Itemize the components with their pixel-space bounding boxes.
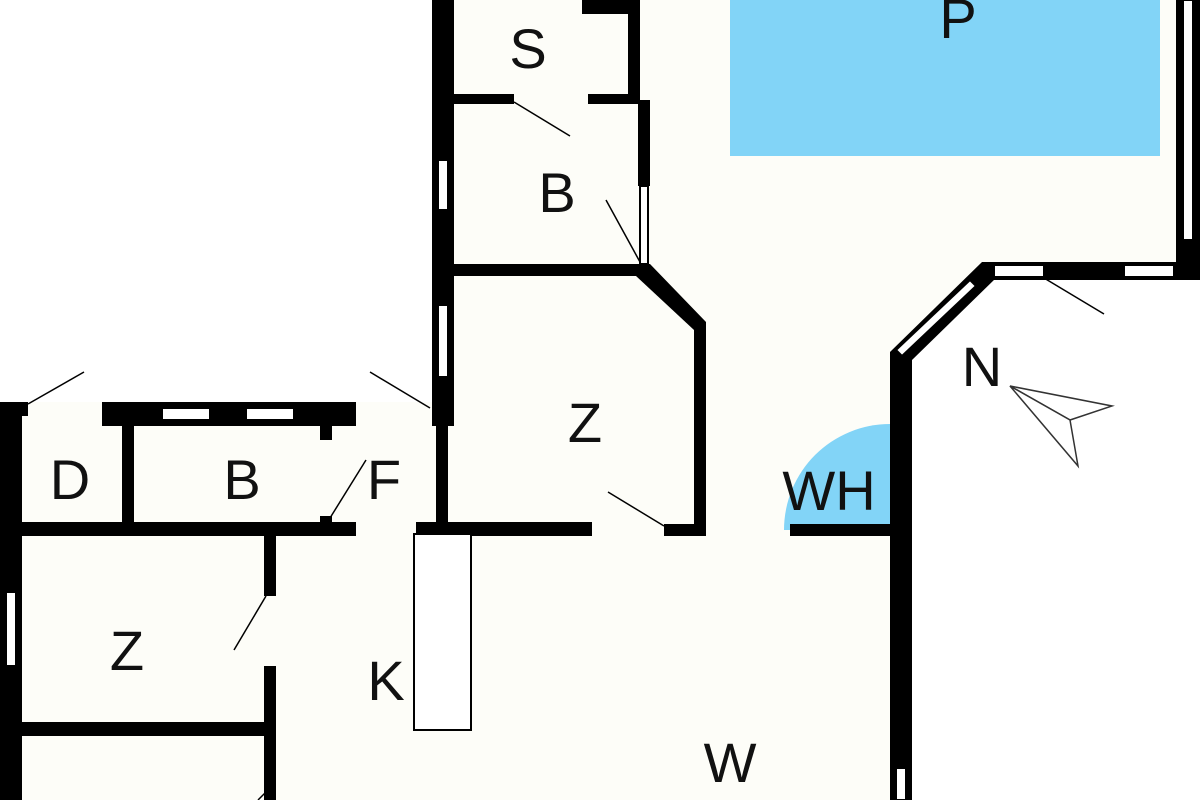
room-labels: S P B Z D B F WH Z K W bbox=[50, 0, 977, 794]
wall-storage-bottom-b bbox=[588, 94, 640, 104]
window-diagonal bbox=[894, 278, 978, 358]
window-central-lower bbox=[437, 304, 449, 378]
wall-whirlpool-bottom bbox=[790, 524, 892, 536]
windows bbox=[5, 0, 1194, 800]
window-east-bottom bbox=[895, 767, 907, 800]
window-bath-lower-a bbox=[161, 407, 211, 421]
room-label-storage: S bbox=[509, 17, 546, 80]
door-storage bbox=[513, 101, 571, 137]
window-northeast-b bbox=[1123, 264, 1175, 278]
room-label-bathroom-lower: B bbox=[223, 448, 260, 511]
room-label-whirlpool: WH bbox=[782, 459, 875, 522]
wall-bedroom-bottom-left bbox=[416, 522, 592, 536]
window-west bbox=[5, 591, 17, 667]
wall-shower-divider bbox=[122, 426, 134, 524]
wall-sauna-right bbox=[436, 426, 448, 530]
north-arrow-icon bbox=[1009, 385, 1115, 469]
wall-storage-right bbox=[628, 0, 640, 100]
wall-sauna-left-top bbox=[320, 426, 332, 440]
door-bath-upper bbox=[605, 199, 641, 263]
door-bedroom-left bbox=[233, 595, 267, 651]
wall-bath-bottom bbox=[454, 264, 644, 276]
room-label-living: W bbox=[704, 731, 757, 794]
wall-bedroom-diagonal bbox=[636, 264, 706, 330]
door-lower bbox=[257, 791, 267, 800]
room-label-sauna: F bbox=[367, 448, 401, 511]
wall-west-middle bbox=[20, 522, 356, 536]
whirlpool bbox=[784, 424, 890, 530]
room-label-pool: P bbox=[939, 0, 976, 50]
wall-bedroom-bottom-right bbox=[664, 524, 706, 536]
doors bbox=[27, 101, 1105, 800]
window-bath-right bbox=[639, 185, 649, 265]
wall-bedroom-left-right-bottom bbox=[264, 666, 276, 734]
door-terrace bbox=[1043, 277, 1105, 315]
room-label-bathroom-upper: B bbox=[538, 161, 575, 224]
pool bbox=[730, 0, 1160, 156]
room-label-kitchen: K bbox=[367, 649, 404, 712]
wall-lower-right bbox=[264, 736, 276, 800]
wall-storage-top bbox=[582, 0, 632, 14]
room-label-bedroom-middle: Z bbox=[568, 391, 602, 454]
door-shower-outer bbox=[27, 371, 85, 405]
window-bath-lower-b bbox=[245, 407, 295, 421]
wall-west-top bbox=[102, 402, 356, 426]
door-sauna-outer bbox=[369, 371, 431, 409]
kitchen-counter bbox=[413, 533, 472, 731]
door-sauna bbox=[329, 459, 367, 519]
window-northeast-a bbox=[993, 264, 1045, 278]
room-label-shower: D bbox=[50, 448, 90, 511]
wall-storage-bottom-a bbox=[454, 94, 514, 104]
wall-bedroom-right bbox=[694, 326, 706, 536]
wall-bedroom-left-bottom bbox=[20, 722, 276, 736]
room-label-bedroom-left: Z bbox=[110, 619, 144, 682]
compass: N bbox=[962, 335, 1115, 469]
wall-bedroom-left-right-top bbox=[264, 536, 276, 596]
outside-area bbox=[0, 0, 432, 402]
wall-east bbox=[890, 352, 912, 800]
compass-label: N bbox=[962, 335, 1002, 398]
wall-bath-right bbox=[638, 100, 650, 186]
wall-west-top-corner bbox=[0, 402, 28, 416]
door-bedroom-middle bbox=[607, 491, 665, 527]
window-central-upper bbox=[437, 159, 449, 211]
window-northeast-vertical bbox=[1182, 0, 1194, 241]
